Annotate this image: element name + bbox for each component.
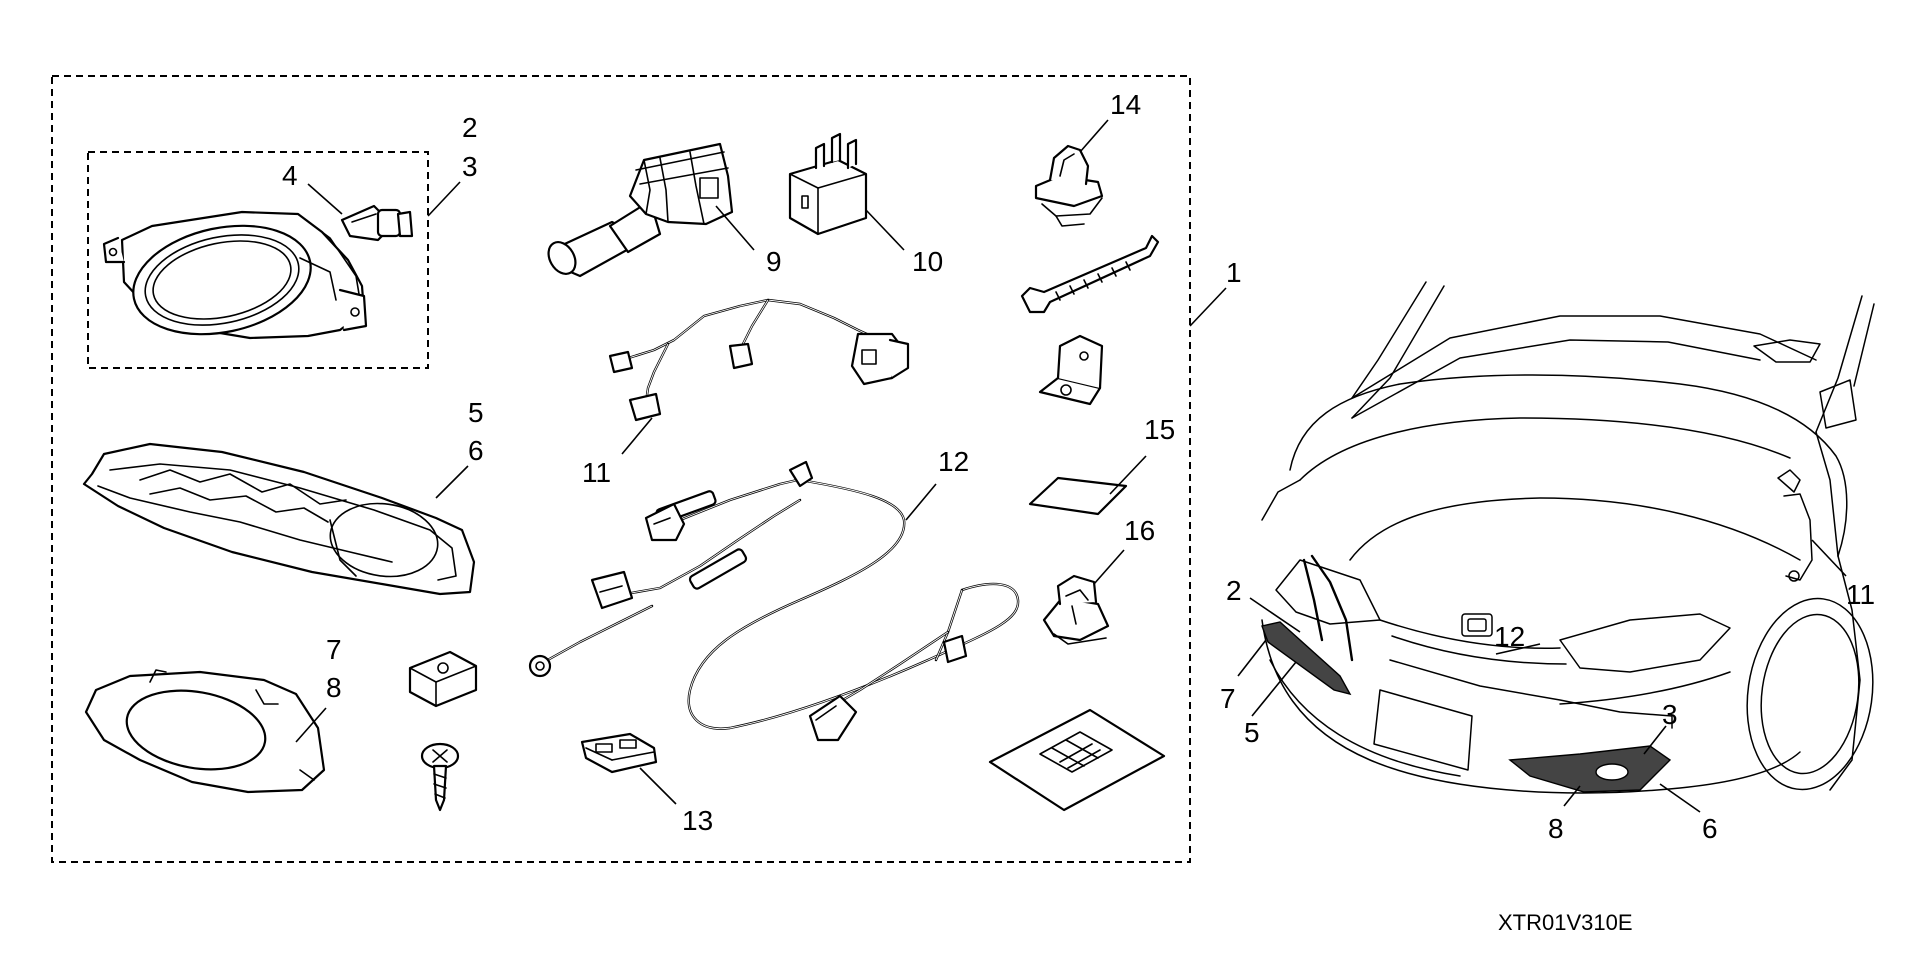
- clip-nut: [408, 650, 478, 708]
- vehicle-leader-7: [1237, 639, 1267, 677]
- vehicle-front-view: [1261, 281, 1875, 794]
- vehicle-leader-5: [1251, 661, 1297, 717]
- light-switch: [547, 142, 734, 278]
- fog-light-subassembly-boundary: [87, 151, 429, 369]
- vehicle-callout-6: 6: [1702, 813, 1718, 844]
- vehicle-leader-8: [1563, 785, 1581, 807]
- fog-light-cover: [84, 669, 326, 794]
- svg-text:9: 9: [766, 246, 782, 277]
- leader-14: [1079, 119, 1109, 153]
- vehicle-callout-7: 7: [1220, 683, 1236, 714]
- callout-1: 1: [1226, 257, 1242, 288]
- vehicle-leader-6: [1659, 783, 1701, 813]
- harness-clip: [1034, 144, 1104, 227]
- callout-5: 5: [468, 397, 484, 428]
- fog-light-garnish: [82, 442, 476, 596]
- callout-15: 15: [1144, 414, 1175, 445]
- leader-16: [1093, 549, 1125, 585]
- svg-text:3: 3: [462, 151, 478, 182]
- leader-13: [639, 767, 677, 805]
- kit-leader-1: [1189, 287, 1227, 327]
- leader-2-3: [427, 181, 461, 217]
- svg-text:6: 6: [1702, 813, 1718, 844]
- svg-text:1: 1: [1226, 257, 1242, 288]
- instruction-sheet: [988, 708, 1166, 812]
- fog-light-bulb: [340, 204, 414, 242]
- svg-text:16: 16: [1124, 515, 1155, 546]
- vehicle-callout-12: 12: [1494, 621, 1525, 652]
- leader-9: [715, 205, 755, 251]
- svg-text:2: 2: [462, 112, 478, 143]
- vehicle-leader-12: [1495, 643, 1541, 655]
- vehicle-leader-11: [1811, 539, 1847, 577]
- svg-text:8: 8: [1548, 813, 1564, 844]
- relay: [788, 132, 868, 236]
- svg-text:5: 5: [1244, 717, 1260, 748]
- svg-text:5: 5: [468, 397, 484, 428]
- svg-text:7: 7: [326, 634, 342, 665]
- vehicle-leader-2: [1249, 597, 1301, 633]
- vehicle-callout-5: 5: [1244, 717, 1260, 748]
- leader-4: [307, 183, 343, 215]
- fog-light-housing: [102, 210, 368, 340]
- svg-text:10: 10: [912, 246, 943, 277]
- callout-12: 12: [938, 446, 969, 477]
- screw: [420, 742, 460, 812]
- cable-tie: [1020, 234, 1160, 314]
- svg-text:2: 2: [1226, 575, 1242, 606]
- callout-13: 13: [682, 805, 713, 836]
- callout-6: 6: [468, 435, 484, 466]
- reference-code: XTR01V310E: [1498, 910, 1633, 935]
- svg-text:3: 3: [1662, 699, 1678, 730]
- leader-15: [1109, 455, 1147, 495]
- kit-boundary: [51, 75, 1191, 863]
- callout-10: 10: [912, 246, 943, 277]
- leader-12: [905, 483, 937, 521]
- callout-8: 8: [326, 672, 342, 703]
- fuse-holder: [580, 732, 658, 774]
- vehicle-callout-3: 3: [1662, 699, 1678, 730]
- svg-text:7: 7: [1220, 683, 1236, 714]
- svg-text:6: 6: [468, 435, 484, 466]
- svg-text:12: 12: [1494, 621, 1525, 652]
- callout-14: 14: [1110, 89, 1141, 120]
- cleaning-pad: [1028, 476, 1128, 516]
- callout-11: 11: [582, 457, 611, 488]
- callout-2: 2: [462, 112, 478, 143]
- vehicle-callout-2: 2: [1226, 575, 1242, 606]
- vehicle-callout-11: 11: [1846, 579, 1875, 610]
- grommet-clip: [1042, 574, 1110, 645]
- vehicle-leader-3: [1643, 725, 1667, 755]
- svg-text:14: 14: [1110, 89, 1141, 120]
- callout-4: 4: [282, 160, 298, 191]
- leader-11: [621, 417, 653, 455]
- svg-text:11: 11: [1846, 579, 1875, 610]
- leader-10: [865, 209, 905, 251]
- svg-text:11: 11: [582, 457, 611, 488]
- svg-text:12: 12: [938, 446, 969, 477]
- leader-5-6: [435, 465, 469, 499]
- callout-7: 7: [326, 634, 342, 665]
- svg-text:15: 15: [1144, 414, 1175, 445]
- svg-text:8: 8: [326, 672, 342, 703]
- callout-16: 16: [1124, 515, 1155, 546]
- mounting-bracket: [1038, 334, 1104, 406]
- leader-7-8: [295, 707, 327, 743]
- vehicle-callout-8: 8: [1548, 813, 1564, 844]
- svg-text:4: 4: [282, 160, 298, 191]
- callout-9: 9: [766, 246, 782, 277]
- svg-text:XTR01V310E: XTR01V310E: [1498, 910, 1633, 935]
- switch-harness: [608, 298, 910, 422]
- fog-light-harness: [528, 460, 1020, 742]
- svg-text:13: 13: [682, 805, 713, 836]
- callout-3: 3: [462, 151, 478, 182]
